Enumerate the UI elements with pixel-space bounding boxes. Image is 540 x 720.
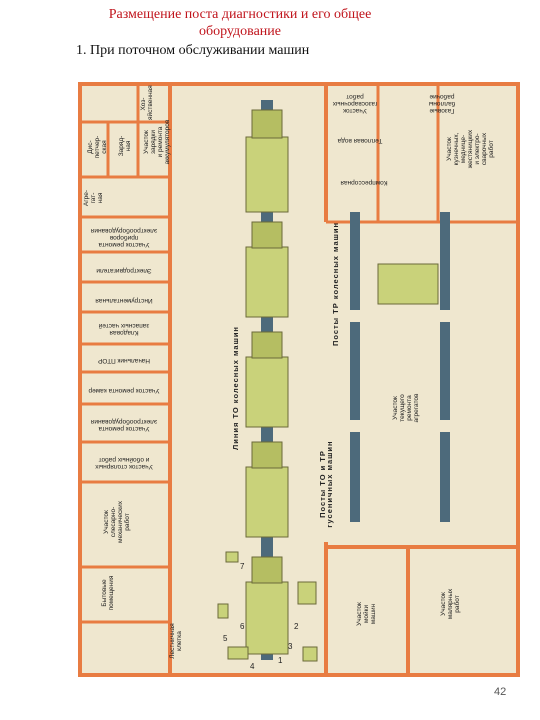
repair-vehicle [377, 263, 439, 305]
equipment-number-1: 1 [278, 656, 283, 665]
equipment-number-3: 3 [288, 642, 293, 651]
tracked-repair-bays [350, 432, 450, 522]
floor-plan: Хоз- яйственная Дис- петчер- ская Заряд-… [78, 82, 520, 677]
equipment-number-5: 5 [223, 634, 228, 643]
equipment-number-6: 6 [240, 622, 245, 631]
left-room-dividers [80, 84, 170, 624]
outer-wall [78, 82, 520, 677]
equipment-number-2: 2 [294, 622, 299, 631]
equipment-number-4: 4 [250, 662, 255, 671]
floor-plan-drawing [78, 82, 520, 677]
equipment-number-7: 7 [240, 562, 245, 571]
page-number: 42 [494, 686, 507, 698]
document-subtitle: 1. При поточном обслуживании машин [76, 43, 310, 58]
line-vehicles [245, 109, 289, 655]
wheeled-repair-bays [350, 212, 450, 420]
document-title: Размещение поста диагностики и его общее… [108, 7, 372, 39]
diagnostic-equipment [217, 551, 318, 662]
